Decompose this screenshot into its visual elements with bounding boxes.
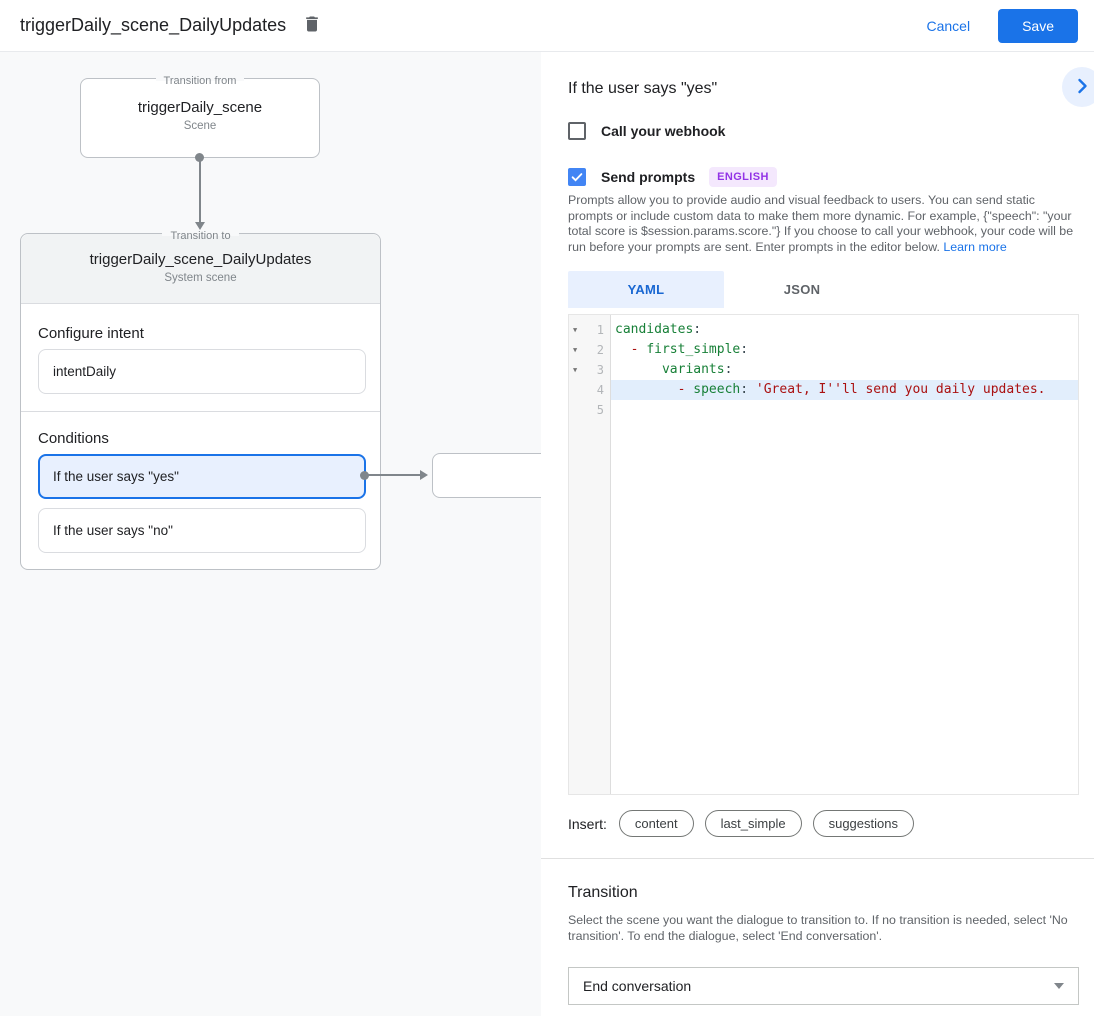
fold-toggle-icon[interactable]: ▼ xyxy=(573,346,578,354)
webhook-label: Call your webhook xyxy=(601,123,726,139)
to-node-subtitle: System scene xyxy=(164,272,237,284)
tab-json[interactable]: JSON xyxy=(783,282,821,297)
insert-chip-last_simple[interactable]: last_simple xyxy=(704,810,802,837)
editor-tabs: YAML JSON xyxy=(568,271,880,308)
transition-from-node[interactable]: Transition from triggerDaily_scene Scene xyxy=(80,75,320,158)
send-prompts-checkbox[interactable] xyxy=(568,168,586,186)
top-bar: triggerDaily_scene_DailyUpdates Cancel S… xyxy=(0,0,1094,52)
line-number: 3 xyxy=(596,363,604,377)
page-title: triggerDaily_scene_DailyUpdates xyxy=(20,15,287,35)
transition-to-node[interactable]: Transition to triggerDaily_scene_DailyUp… xyxy=(20,230,381,570)
arrowhead-down-icon xyxy=(195,222,205,230)
insert-chips: content last_simple suggestions xyxy=(618,810,925,837)
connector-dot xyxy=(195,153,204,162)
prompt-code-editor[interactable]: ▼ 1 ▼ 2 ▼ 3 4 5 candidates: - first_simple: var… xyxy=(568,314,1079,795)
to-node-header: triggerDaily_scene_DailyUpdates System s… xyxy=(21,234,380,304)
fold-toggle-icon[interactable]: ▼ xyxy=(573,326,578,334)
trash-icon xyxy=(302,14,322,37)
transition-description: Select the scene you want the dialogue t… xyxy=(568,913,1068,943)
condition-row[interactable]: If the user says "no" xyxy=(38,508,366,553)
cancel-button[interactable]: Cancel xyxy=(914,10,982,42)
fold-toggle-icon[interactable]: ▼ xyxy=(573,366,578,374)
line-number: 2 xyxy=(596,343,604,357)
learn-more-link[interactable]: Learn more xyxy=(943,239,1007,254)
intent-field[interactable]: intentDaily xyxy=(38,349,366,394)
condition-row[interactable]: If the user says "yes" xyxy=(38,454,366,499)
configure-intent-label: Configure intent xyxy=(38,325,144,342)
from-node-subtitle: Scene xyxy=(183,120,217,132)
arrowhead-right-icon xyxy=(420,470,428,480)
insert-chip-content[interactable]: content xyxy=(618,810,694,837)
code-line: candidates: xyxy=(615,322,702,337)
from-node-title: triggerDaily_scene xyxy=(137,99,263,116)
transition-dropdown-value: End conversation xyxy=(583,978,692,994)
panel-title: If the user says "yes" xyxy=(568,80,718,97)
webhook-checkbox[interactable] xyxy=(568,122,586,140)
code-line xyxy=(611,400,1078,420)
editor-gutter: ▼ 1 ▼ 2 ▼ 3 4 5 xyxy=(569,315,611,794)
delete-scene-button[interactable] xyxy=(302,14,322,37)
condition-connector-dot xyxy=(360,471,369,480)
code-line: - first_simple: xyxy=(630,342,749,357)
node-divider xyxy=(21,411,380,412)
language-badge: ENGLISH xyxy=(709,167,777,187)
insert-label: Insert: xyxy=(568,815,607,832)
section-divider xyxy=(541,858,1094,859)
editor-code[interactable]: candidates: - first_simple: variants: - … xyxy=(611,315,1078,794)
connector-line-vertical xyxy=(199,158,201,222)
collapse-panel-button[interactable] xyxy=(1062,67,1094,107)
conditions-list: If the user says "yes" If the user says "… xyxy=(38,454,366,562)
insert-chip-suggestions[interactable]: suggestions xyxy=(812,810,914,837)
conditions-label: Conditions xyxy=(38,430,109,447)
line-number: 5 xyxy=(596,403,604,417)
chevron-right-icon xyxy=(1070,74,1094,101)
line-number: 4 xyxy=(596,383,604,397)
linked-node[interactable] xyxy=(432,453,541,498)
prompts-description: Prompts allow you to provide audio and v… xyxy=(568,193,1074,254)
line-number: 1 xyxy=(596,323,604,337)
condition-editor-panel: If the user says "yes" Call your webhook… xyxy=(541,52,1094,1016)
dropdown-caret-icon xyxy=(1054,983,1064,989)
to-node-title: triggerDaily_scene_DailyUpdates xyxy=(89,251,312,268)
save-button[interactable]: Save xyxy=(998,8,1078,43)
transition-section-title: Transition xyxy=(568,884,638,901)
code-line: variants: xyxy=(661,362,733,377)
connector-line-horizontal xyxy=(367,474,420,476)
tab-yaml[interactable]: YAML xyxy=(568,271,724,308)
scene-flow-canvas: Transition from triggerDaily_scene Scene… xyxy=(0,52,541,1016)
transition-from-legend: Transition from xyxy=(81,71,319,89)
code-line: - speech: 'Great, I''ll send you daily u… xyxy=(611,380,1078,400)
send-prompts-label: Send prompts xyxy=(601,169,696,185)
transition-dropdown[interactable]: End conversation xyxy=(568,967,1079,1005)
